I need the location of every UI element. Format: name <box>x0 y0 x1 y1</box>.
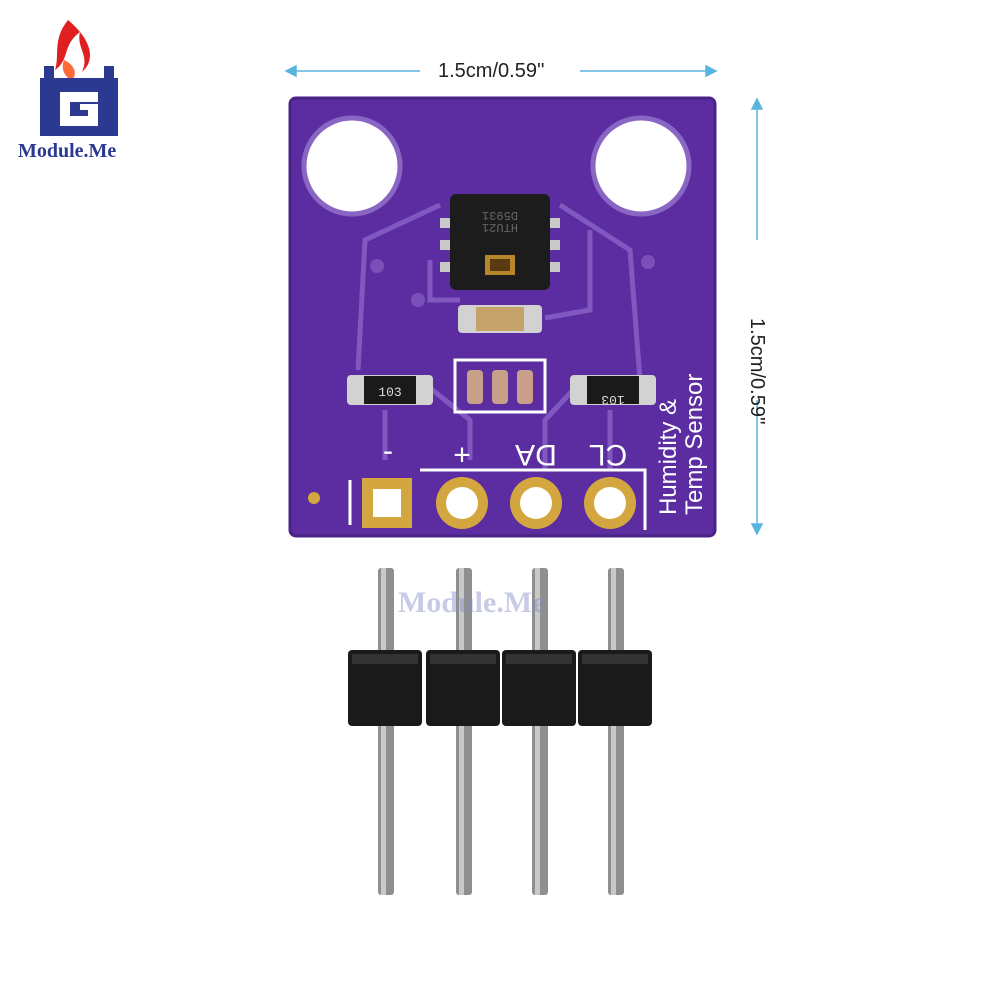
mounting-hole-right <box>593 118 689 214</box>
pin-label-gnd: - <box>383 438 393 471</box>
height-dimension-arrow <box>750 97 764 536</box>
brand-name: Module.Me <box>18 140 117 162</box>
pin-label-sda: DA <box>515 438 557 471</box>
chip-marking-1: HTU21 <box>482 220 518 234</box>
resistor-left-label: 103 <box>378 385 401 400</box>
solder-jumper-outline <box>453 358 547 414</box>
pin-label-vcc: + <box>453 438 471 471</box>
sensor-board: D5931 HTU21 103 103 <box>288 96 717 538</box>
height-dimension-label: 1.5cm/0.59'' <box>746 318 768 425</box>
capacitor <box>458 305 542 333</box>
watermark: Module.Me <box>398 586 546 619</box>
resistor-left <box>347 375 433 405</box>
pin-label-scl: CL <box>589 438 627 471</box>
brand-logo <box>40 20 118 136</box>
width-dimension-arrow <box>284 64 718 78</box>
pcb-traces <box>355 202 643 470</box>
resistor-right <box>570 375 656 405</box>
chip-marking-2: D5931 <box>482 208 518 222</box>
board-title-line1: Humidity & <box>655 399 682 515</box>
board-title-line2: Temp Sensor <box>681 374 708 515</box>
htu21-sensor-chip <box>440 194 560 290</box>
width-dimension-label: 1.5cm/0.59'' <box>438 60 545 82</box>
resistor-right-label: 103 <box>601 392 624 407</box>
pin-header <box>348 568 652 895</box>
header-pads <box>362 477 636 529</box>
mounting-hole-left <box>304 118 400 214</box>
